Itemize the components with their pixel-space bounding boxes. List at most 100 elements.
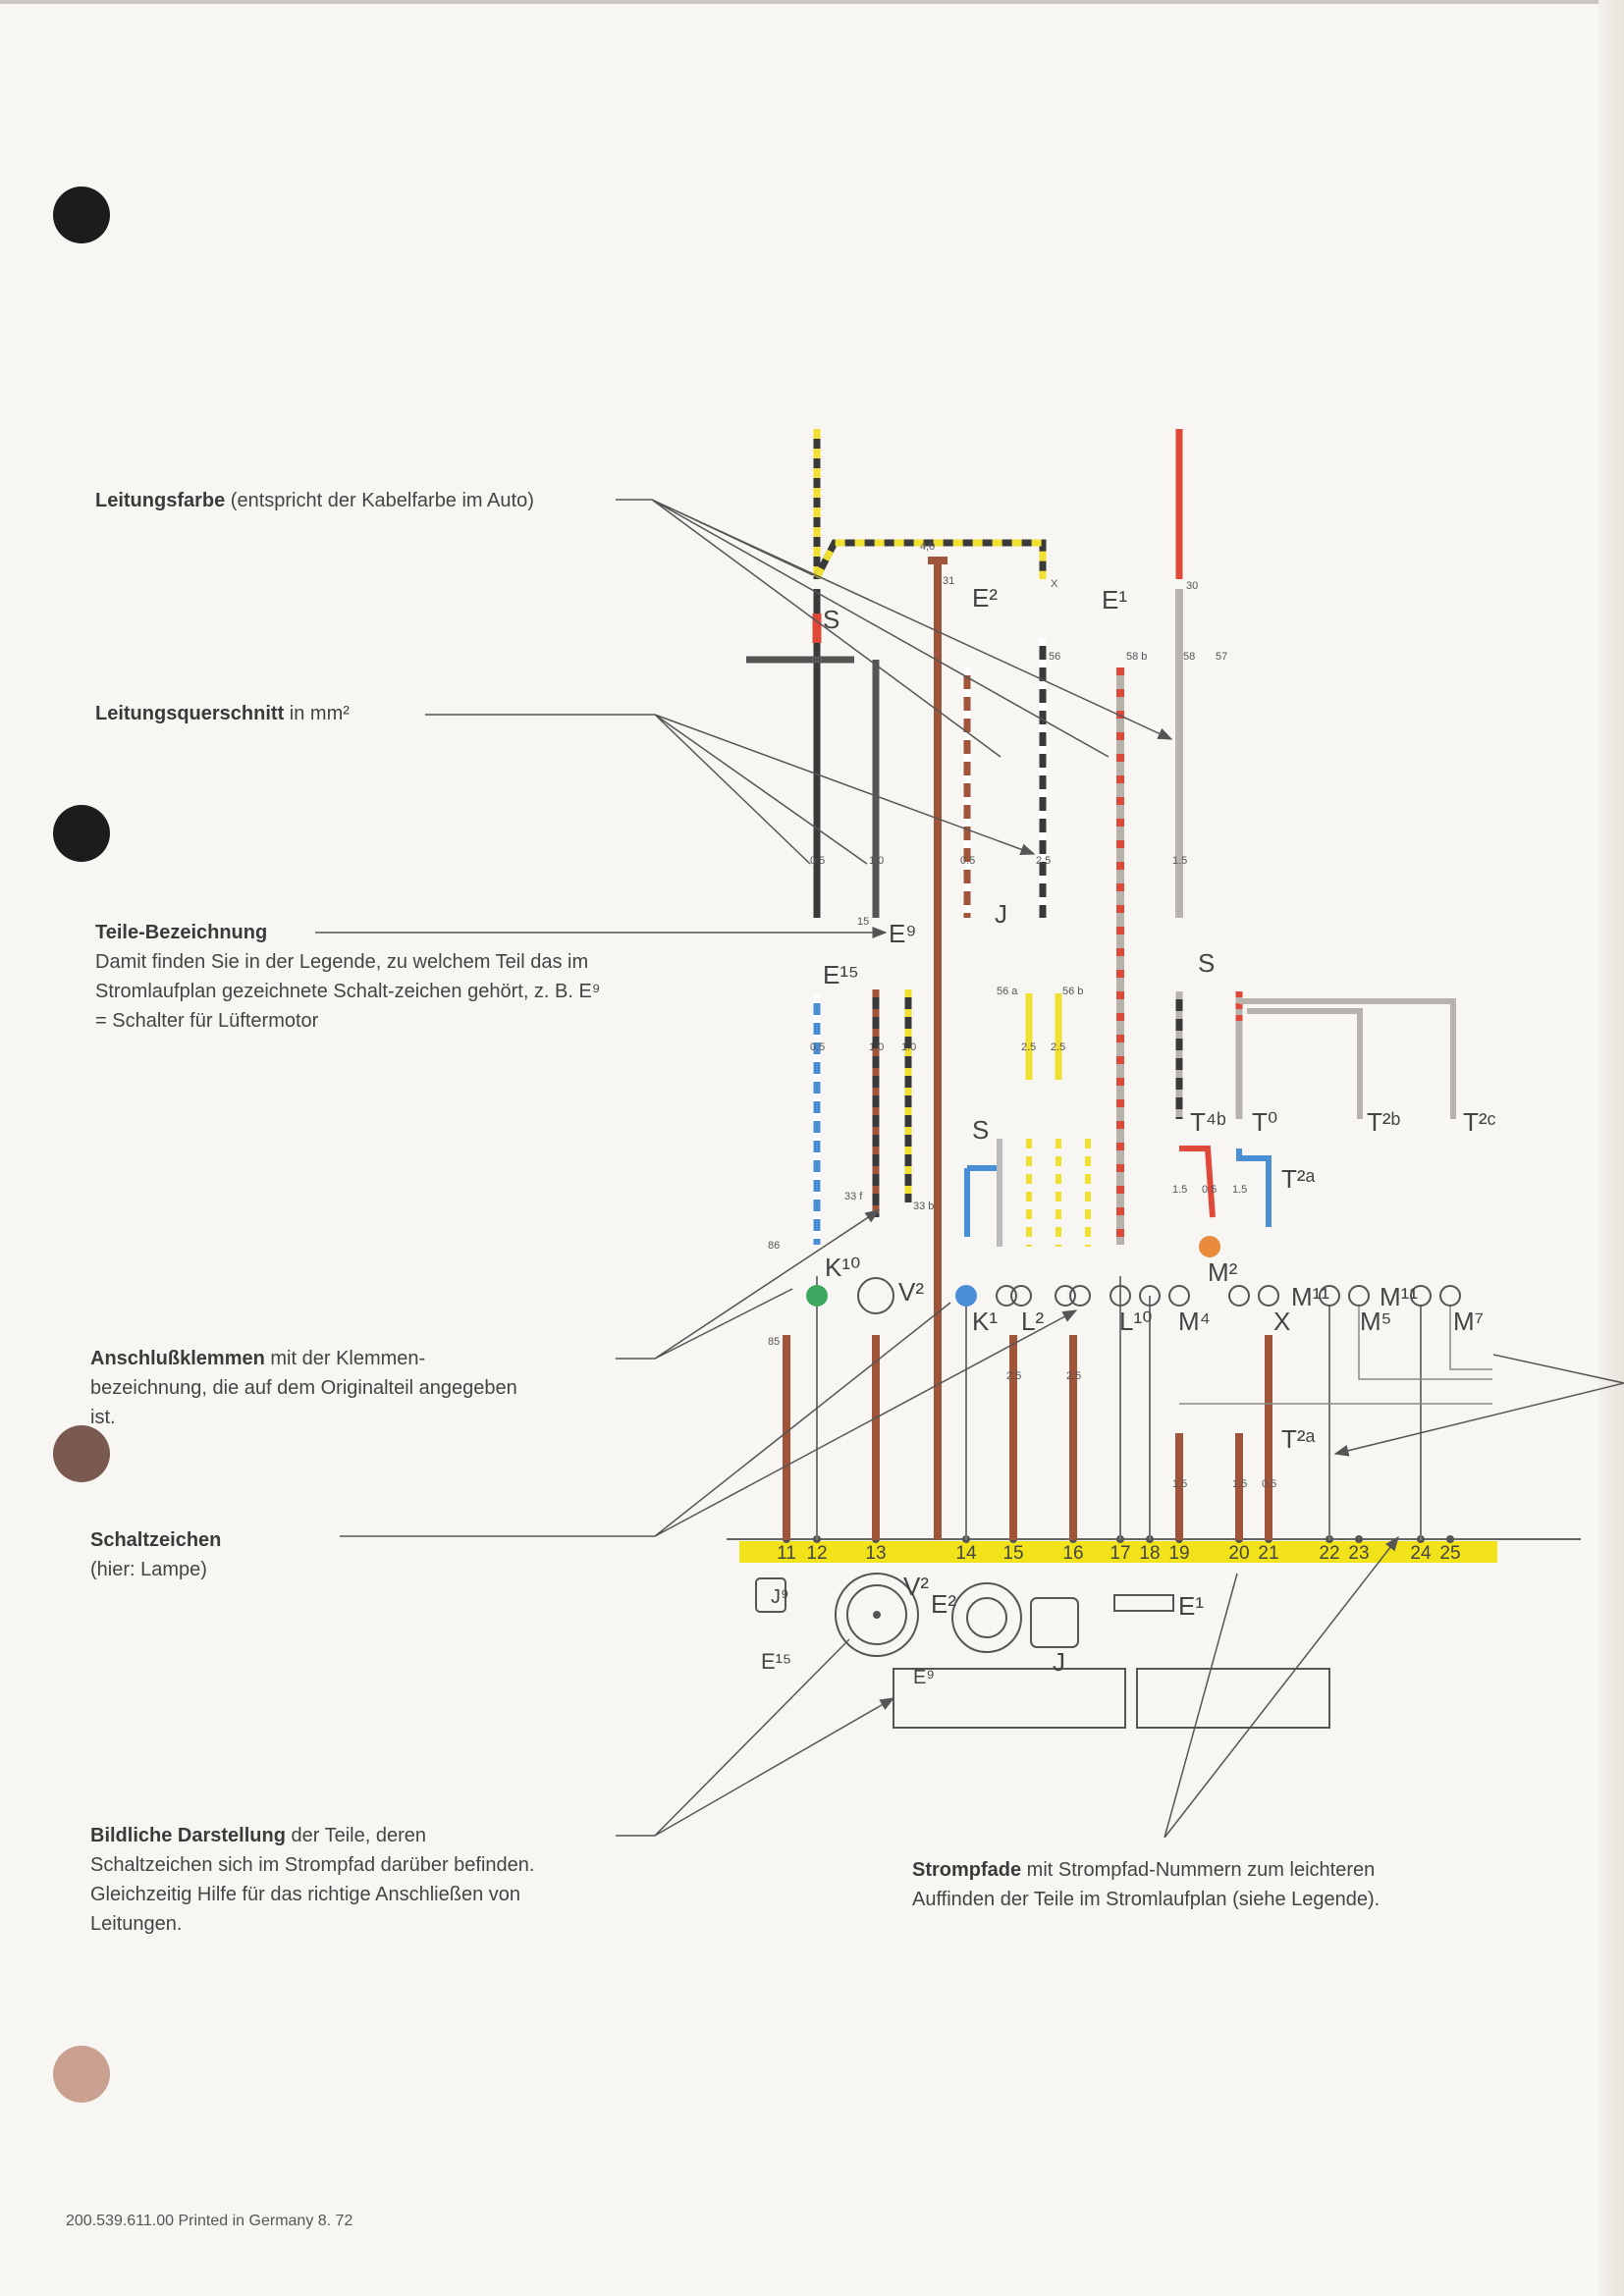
note-schaltzeichen: Schaltzeichen (hier: Lampe) xyxy=(90,1525,424,1584)
strompfad-number: 18 xyxy=(1139,1543,1160,1564)
label-m11-2: M¹¹ xyxy=(1380,1282,1418,1311)
size-label: 0.5 xyxy=(1262,1478,1276,1490)
size-label: 1.5 xyxy=(1172,1478,1187,1490)
terminal: 58 xyxy=(1183,651,1195,663)
punch-hole xyxy=(53,805,110,862)
note-title: Leitungsfarbe xyxy=(95,490,226,511)
terminal: 56 a xyxy=(997,986,1018,997)
size-label: 1.5 xyxy=(1172,1184,1187,1196)
label-m2: M² xyxy=(1208,1257,1238,1287)
label-s-fuse2: S xyxy=(972,1115,989,1145)
warning-lamp-k1 xyxy=(955,1285,977,1307)
strompfad-number: 19 xyxy=(1168,1543,1189,1564)
terminal: 86 xyxy=(768,1240,780,1252)
size-label: 0.5 xyxy=(1202,1184,1217,1196)
pictorial-parts xyxy=(755,1573,1330,1729)
label-k10: K¹⁰ xyxy=(825,1253,860,1282)
note-text: (entspricht der Kabelfarbe im Auto) xyxy=(225,490,534,511)
label-e1: E¹ xyxy=(1102,585,1127,614)
note-text: mit Strompfad-Nummern zum leichteren Auf… xyxy=(912,1859,1380,1910)
note-anschluss: Anschlußklemmen mit der Klemmen-bezeichn… xyxy=(90,1344,522,1432)
terminal: 30 xyxy=(1186,580,1198,592)
size-label: 4,0 xyxy=(920,541,935,553)
size-label: 2.5 xyxy=(1021,1041,1036,1053)
size-label: 2.5 xyxy=(1006,1370,1021,1382)
size-label: 1.0 xyxy=(869,855,884,867)
warning-lamp-k10 xyxy=(806,1285,828,1307)
label-x: X xyxy=(1273,1307,1290,1336)
pictorial-labels: J⁹ E¹⁵ V² E² J E¹ E⁹ xyxy=(761,1572,1204,1688)
label-e2: E² xyxy=(972,583,998,613)
size-label: 0.5 xyxy=(810,1041,825,1053)
strompfad-number: 24 xyxy=(1410,1543,1432,1564)
print-footer: 200.539.611.00 Printed in Germany 8. 72 xyxy=(66,2213,353,2229)
note-text: (hier: Lampe) xyxy=(90,1559,207,1580)
note-title: Schaltzeichen xyxy=(90,1529,222,1551)
note-title: Anschlußklemmen xyxy=(90,1348,265,1369)
label-e1-pic: E¹ xyxy=(1178,1591,1204,1621)
label-s: S xyxy=(823,605,839,634)
label-m5: M⁵ xyxy=(1360,1307,1391,1336)
label-t2a-lower: T²ᵃ xyxy=(1281,1424,1316,1454)
terminal: 33 b xyxy=(913,1201,934,1212)
note-text: Damit finden Sie in der Legende, zu welc… xyxy=(95,951,601,1032)
component-labels: S E⁹ E¹⁵ E² E¹ J S S T⁴ᵇ T⁰ T²ᵇ T²ᶜ T²ᵃ … xyxy=(823,583,1496,1454)
label-m7: M⁷ xyxy=(1453,1307,1484,1336)
strompfad-number: 17 xyxy=(1110,1543,1130,1564)
size-label: 1.5 xyxy=(1232,1478,1247,1490)
wires xyxy=(746,429,1492,1540)
leader-lines xyxy=(315,499,1624,1839)
note-querschnitt: Leitungsquerschnitt in mm² xyxy=(95,699,429,728)
terminal: 56 xyxy=(1049,651,1060,663)
terminal: 58 b xyxy=(1126,651,1147,663)
label-m4: M⁴ xyxy=(1178,1307,1211,1336)
strompfad-number: 14 xyxy=(955,1543,977,1564)
label-e2-pic: E² xyxy=(931,1589,956,1619)
terminal: 31 xyxy=(943,575,954,587)
label-l10: L¹⁰ xyxy=(1119,1307,1153,1336)
label-t2c: T²ᶜ xyxy=(1463,1107,1496,1137)
size-label: 0.5 xyxy=(810,855,825,867)
label-l2: L² xyxy=(1021,1307,1044,1336)
label-e15: E¹⁵ xyxy=(823,960,859,989)
size-label: 2.5 xyxy=(1066,1370,1081,1382)
size-label: 1.0 xyxy=(901,1041,916,1053)
punch-hole xyxy=(53,1425,110,1482)
label-j: J xyxy=(995,899,1007,929)
page-top-edge xyxy=(0,0,1624,4)
strompfad-number: 15 xyxy=(1002,1543,1023,1564)
terminal: X xyxy=(1051,578,1058,590)
size-label: 2.5 xyxy=(1036,855,1051,867)
terminal: 33 f xyxy=(844,1191,863,1202)
label-t2b: T²ᵇ xyxy=(1367,1107,1401,1137)
label-t2a: T²ᵃ xyxy=(1281,1164,1316,1194)
punch-hole xyxy=(53,187,110,243)
note-leitungsfarbe: Leitungsfarbe (entspricht der Kabelfarbe… xyxy=(95,486,606,515)
label-t0: T⁰ xyxy=(1252,1107,1277,1137)
path-node xyxy=(1355,1535,1363,1543)
label-m11: M¹¹ xyxy=(1291,1282,1329,1311)
note-text: der Teile, deren Schaltzeichen sich im S… xyxy=(90,1825,535,1935)
strompfad-number: 23 xyxy=(1348,1543,1369,1564)
note-title: Leitungsquerschnitt xyxy=(95,703,285,724)
note-title: Strompfade xyxy=(912,1859,1022,1881)
strompfad-number: 22 xyxy=(1319,1543,1339,1564)
label-v2-pic: V² xyxy=(903,1572,929,1601)
note-title: Teile-Bezeichnung xyxy=(95,922,268,943)
strompfad-number: 11 xyxy=(777,1543,796,1564)
label-e9-pic: E⁹ xyxy=(913,1667,935,1688)
label-v2: V² xyxy=(898,1277,924,1307)
terminal: 57 xyxy=(1216,651,1227,663)
note-strompfade: Strompfade mit Strompfad-Nummern zum lei… xyxy=(912,1855,1423,1914)
strompfad-number: 12 xyxy=(806,1543,827,1564)
terminal-labels: 30 31 56 X 56 a 56 b 58 b 58 57 15 33 f … xyxy=(768,575,1227,1348)
size-label: 1.0 xyxy=(869,1041,884,1053)
strompfad-number: 16 xyxy=(1062,1543,1083,1564)
note-bildlich: Bildliche Darstellung der Teile, deren S… xyxy=(90,1821,552,1939)
strompfad-number: 25 xyxy=(1439,1543,1460,1564)
strompfad-number: 13 xyxy=(865,1543,886,1564)
path-node xyxy=(1446,1535,1454,1543)
page-right-edge xyxy=(1598,0,1624,2296)
